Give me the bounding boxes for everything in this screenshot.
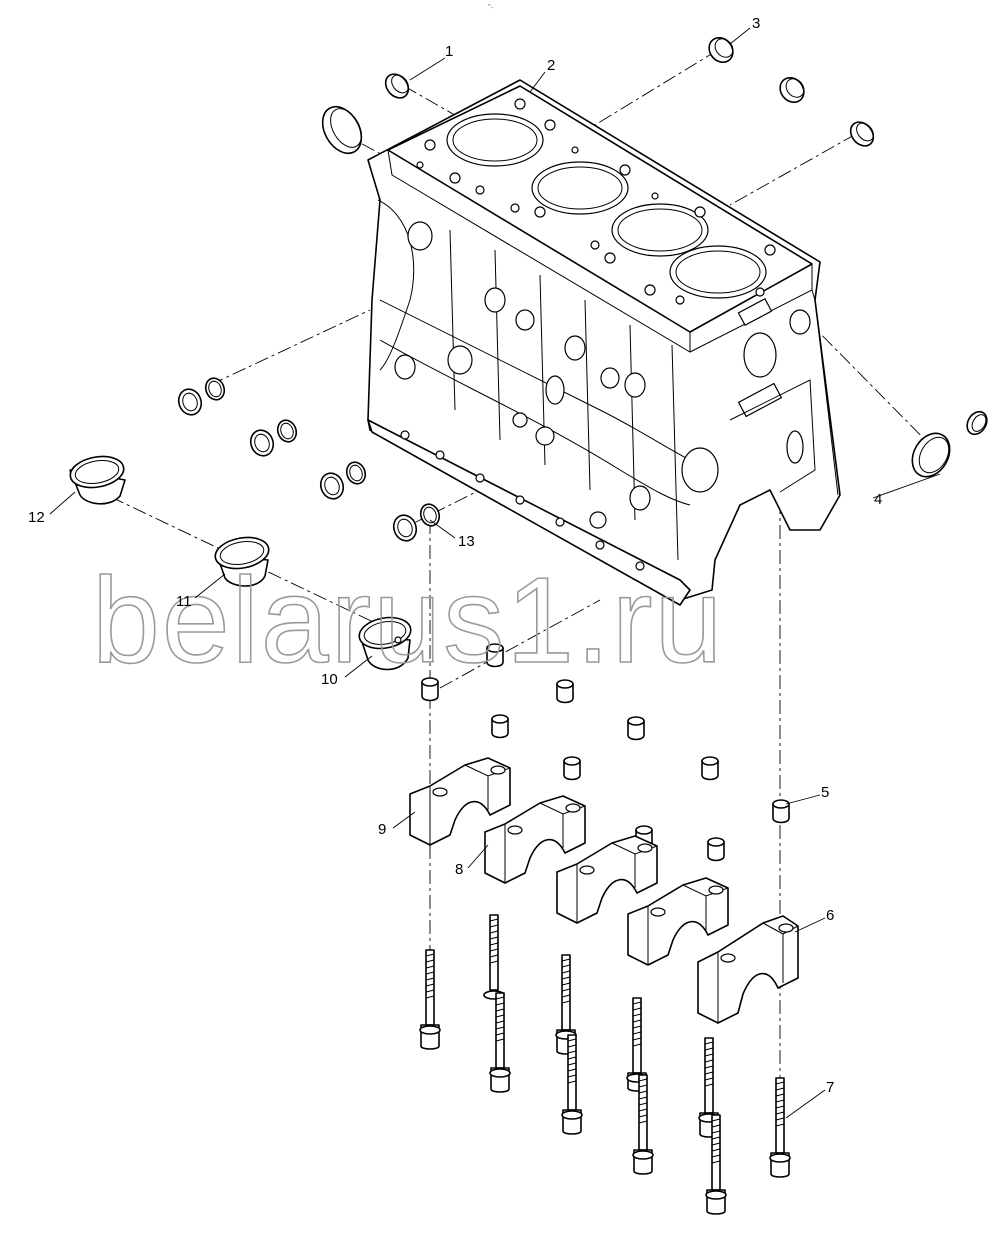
- flange-holes: [400, 430, 645, 571]
- deck-holes: [416, 98, 776, 305]
- ring-pairs: [177, 377, 441, 542]
- dowel-pins: [421, 643, 790, 862]
- watermark: belarus1.ru: [92, 552, 724, 688]
- plug-4-large: [911, 432, 951, 478]
- callout-8: 8: [455, 861, 463, 878]
- callout-12: 12: [28, 509, 45, 526]
- bolts: [419, 914, 791, 1215]
- callout-1: 1: [445, 43, 453, 60]
- plug-right-upper: [849, 121, 875, 147]
- callout-3: 3: [752, 15, 760, 32]
- callout-11: 11: [176, 593, 192, 610]
- top-mark: "-: [488, 3, 494, 12]
- plug-right-small: [966, 410, 988, 436]
- callout-labels: 1 2 3 4 5 6 7 8 9 10 11 12 13: [28, 15, 882, 1096]
- callout-4: 4: [874, 491, 882, 508]
- callout-10: 10: [321, 671, 338, 688]
- bearing-cap-9: [409, 757, 511, 846]
- plug-1: [384, 73, 410, 99]
- callout-9: 9: [378, 821, 386, 838]
- cylinder-block: [367, 79, 841, 606]
- plug-large-left: [321, 105, 363, 155]
- callout-5: 5: [821, 784, 829, 801]
- plug-top-right: [779, 76, 805, 104]
- bearing-cap-fourth: [627, 877, 729, 966]
- plug-3: [708, 36, 734, 64]
- bushing-12: [69, 455, 126, 505]
- callout-6: 6: [826, 907, 834, 924]
- bearing-cap-8: [484, 795, 586, 884]
- bearing-cap-center: [556, 835, 658, 924]
- bushing-10: [358, 616, 412, 671]
- callout-leaders: [49, 27, 941, 1119]
- bushing-11: [214, 536, 270, 587]
- callout-2: 2: [547, 57, 555, 74]
- callout-7: 7: [826, 1079, 834, 1096]
- bearing-cap-6: [697, 915, 799, 1024]
- callout-13: 13: [458, 533, 475, 550]
